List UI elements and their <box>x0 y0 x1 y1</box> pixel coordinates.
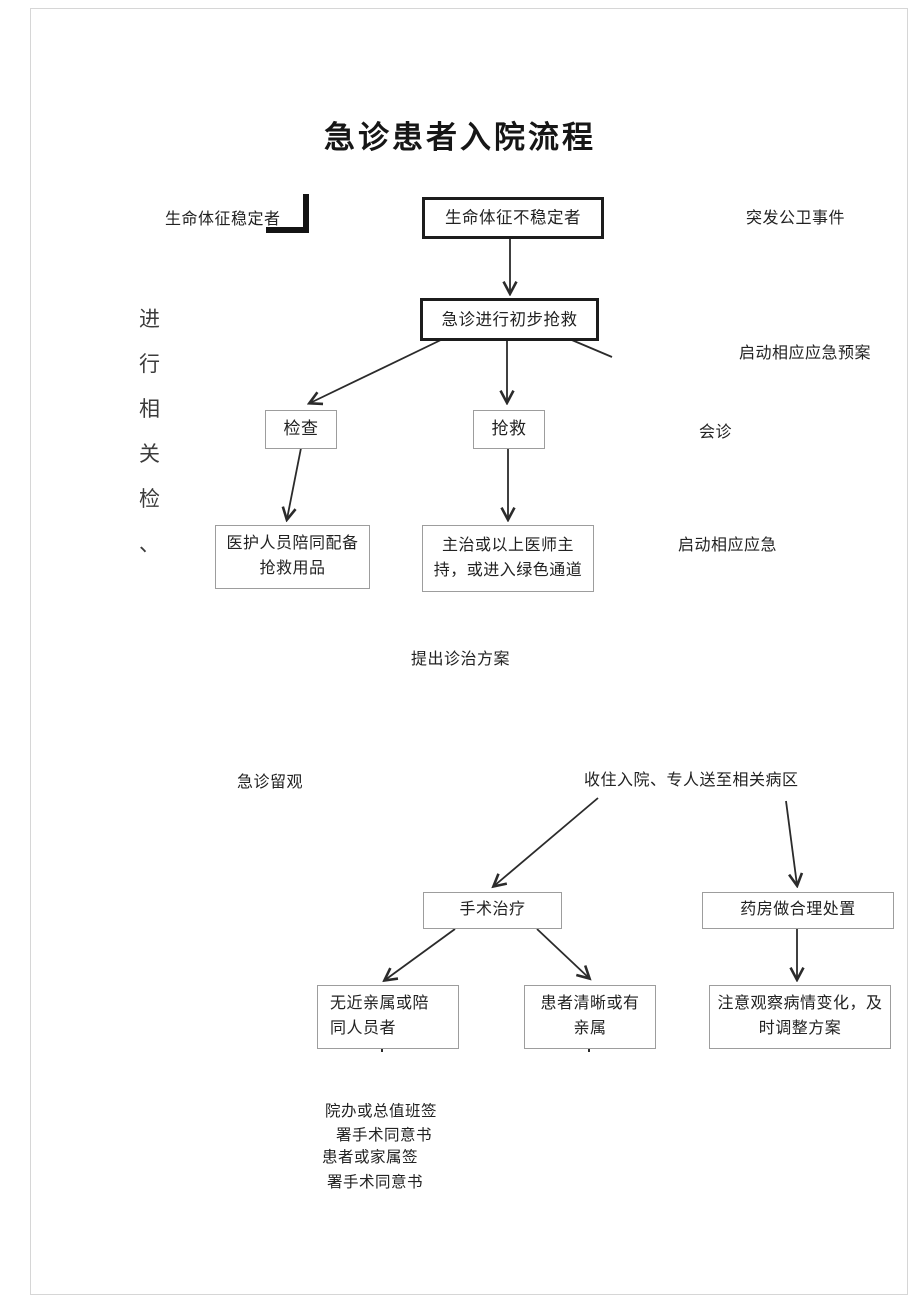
arrow-admission-to-surgery <box>494 797 599 886</box>
vertical-note-char: 相 <box>139 397 160 421</box>
left-vertical-note: 进 行 相 关 检 、 <box>139 303 160 573</box>
box-observe-adjust: 注意观察病情变化，及 时调整方案 <box>709 985 891 1049</box>
vertical-note-char: 进 <box>139 307 160 331</box>
arrow-admission-to-pharmacy <box>785 800 797 885</box>
label-vitals-stable: 生命体征稳定者 <box>165 211 281 228</box>
box-rescue: 抢救 <box>473 410 545 449</box>
vertical-note-char: 、 <box>139 532 160 556</box>
box-no-relatives: 无近亲属或陪 同人员者 <box>317 985 459 1049</box>
label-er-observation: 急诊留观 <box>237 774 304 791</box>
arrow-surgery-to-no-relatives <box>385 928 456 980</box>
box-surgery: 手术治疗 <box>423 892 562 929</box>
box-patient-conscious: 患者清晰或有 亲属 <box>524 985 656 1049</box>
arrow-check-to-escort <box>287 447 302 519</box>
sign-note-line: 院办或总值班签 <box>325 1103 438 1120</box>
label-consultation: 会诊 <box>699 424 733 441</box>
vertical-note-char: 行 <box>139 352 160 376</box>
label-public-health-event: 突发公卫事件 <box>746 210 846 227</box>
box-vitals-unstable: 生命体征不稳定者 <box>422 197 604 239</box>
sign-note-line: 患者或家属签 <box>322 1149 419 1166</box>
box-pharmacy: 药房做合理处置 <box>702 892 894 929</box>
box-escort-equipment: 医护人员陪同配备 抢救用品 <box>215 525 370 589</box>
page-title: 急诊患者入院流程 <box>324 120 596 155</box>
vertical-note-char: 关 <box>139 442 160 466</box>
sign-note-line: 署手术同意书 <box>327 1174 424 1191</box>
sign-note-line: 署手术同意书 <box>336 1127 433 1144</box>
box-check: 检查 <box>265 410 337 449</box>
label-admission-transfer: 收住入院、专人送至相关病区 <box>584 772 799 789</box>
arrow-surgery-to-conscious <box>536 928 589 978</box>
box-initial-rescue: 急诊进行初步抢救 <box>420 298 599 341</box>
label-launch-emergency: 启动相应应急 <box>678 537 778 554</box>
arrow-initial-rescue-to-check <box>310 337 446 403</box>
label-propose-treatment-plan: 提出诊治方案 <box>411 651 511 668</box>
vertical-note-char: 检 <box>139 487 160 511</box>
label-launch-emergency-plan: 启动相应应急预案 <box>739 345 872 362</box>
box-attending-green-channel: 主治或以上医师主 持，或进入绿色通道 <box>422 525 594 592</box>
